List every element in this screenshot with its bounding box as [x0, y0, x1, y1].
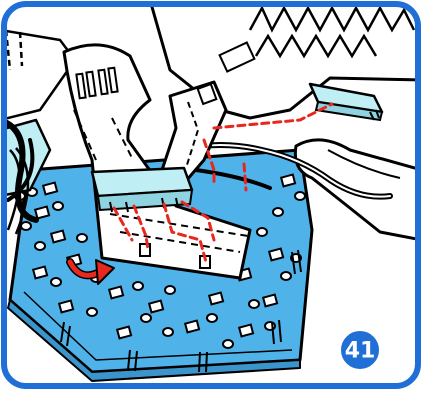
connector-part-right — [308, 82, 384, 122]
support-strut — [158, 80, 228, 190]
upright-bracket — [62, 43, 252, 280]
curved-arrow-icon — [66, 258, 115, 285]
step-number-badge: 41 — [339, 329, 381, 371]
side-mount — [293, 138, 418, 242]
step-number-text: 41 — [345, 339, 376, 364]
assembly-guide-lines — [112, 102, 334, 264]
edge-clips — [60, 249, 302, 373]
top-tab-part — [90, 166, 194, 213]
board-holes — [31, 173, 297, 340]
